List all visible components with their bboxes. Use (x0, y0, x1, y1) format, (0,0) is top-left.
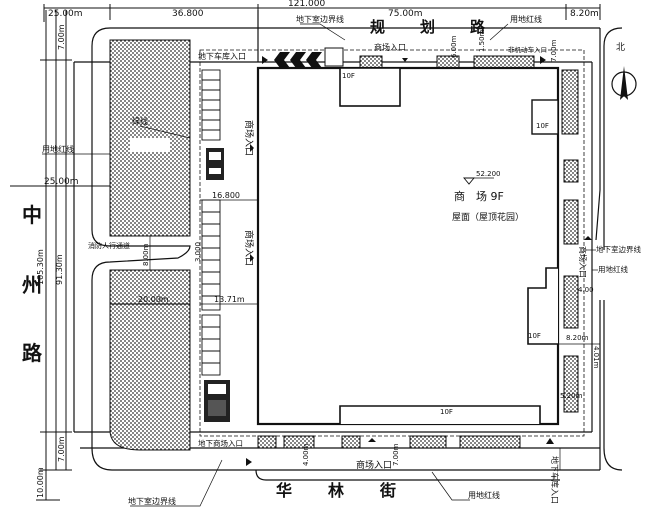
floor-10f-bottom: 10F (440, 408, 453, 416)
label-mall-entry-left-1: 商场入口 (243, 120, 255, 156)
dim-top-gate-150: 1.50m (478, 29, 486, 52)
label-mall-entry-bottom: 商场入口 (356, 459, 392, 471)
dim-top-total: 121.000 (288, 0, 325, 9)
label-mall-entry-left-2: 商场入口 (243, 230, 255, 266)
label-mall-entry-right: 商场入口 (578, 246, 588, 278)
leader-underground-top (300, 23, 346, 41)
label-underground-boundary-top: 地下室边界线 (296, 14, 344, 24)
main-building (256, 66, 560, 426)
label-red-line-top: 用地红线 (510, 14, 542, 24)
building-title: 商 场 9F (454, 189, 504, 203)
arrow-mall-right (584, 236, 592, 240)
tower-right-lower (527, 267, 558, 345)
road-bottom-char-2: 林 (328, 481, 344, 500)
dim-right-400: 4.00 (578, 286, 594, 294)
label-underground-boundary-right: 地下室边界线 (596, 244, 641, 254)
road-top-char-3: 路 (470, 18, 486, 36)
right-planters (561, 69, 579, 413)
leader-red-top (489, 23, 509, 41)
dim-left-overall: 105.30m (36, 249, 45, 285)
floor-10f-top: 10F (342, 72, 355, 80)
north-arrow-icon (611, 66, 637, 100)
road-top-char-1: 规 (370, 18, 385, 36)
label-garage-entry-top: 地下车库入口 (198, 51, 246, 61)
elevation-value: 52.200 (476, 170, 501, 178)
green-block-lower (109, 269, 191, 451)
label-fire-lane: 消防人行通道 (88, 241, 130, 250)
label-red-line-bottom: 用地红线 (468, 490, 500, 500)
dim-inner-16: 16.800 (212, 191, 240, 200)
dim-top-mid-left: 36.800 (172, 9, 204, 19)
road-bottom-char-3: 街 (379, 481, 396, 500)
leader-greenline (139, 125, 191, 139)
tower-bottom (339, 405, 541, 424)
label-red-line-right: 用地红线 (598, 264, 628, 274)
tower-right-upper (531, 99, 559, 135)
dim-inner-20: 20.00m (138, 295, 169, 304)
dim-right-top-700: 7.00m (550, 39, 558, 62)
dim-fire-lane: 8.00m (142, 243, 150, 266)
road-top-char-2: 划 (420, 18, 435, 36)
arrow-non-motor (540, 56, 546, 64)
leader-red-bottom (431, 471, 470, 501)
dim-inner-3: 3.000 (194, 242, 202, 262)
north-symbol: 北 (616, 42, 625, 53)
road-left-char-3: 路 (22, 341, 43, 365)
arrow-mall-top (402, 58, 408, 62)
dim-top-left: 25.00m (48, 9, 83, 19)
chevron-arrows (274, 52, 322, 68)
label-red-line-left: 用地红线 (42, 144, 74, 154)
dim-top-right: 8.20m (570, 9, 599, 19)
tower-top (339, 67, 401, 107)
arrow-mall-bottom (368, 438, 376, 442)
floor-10f-right-lower: 10F (528, 332, 541, 340)
label-greenline: 绿线 (132, 116, 148, 126)
dim-right-820: 8.20m (566, 334, 589, 342)
roof-note: 屋面（屋顶花园） (452, 211, 524, 223)
dim-right-401: 4.01m (592, 346, 600, 369)
dim-bottom-700: 7.00m (392, 443, 400, 466)
dim-left-bottom-road: 10.00m (36, 467, 45, 498)
left-dimension-lines (10, 10, 110, 501)
dim-right-520: 5.20m (560, 392, 583, 400)
dim-inner-1371: 13.71m (214, 295, 245, 304)
bottom-planters (257, 435, 521, 449)
underground-boundary (199, 49, 585, 437)
parking-stalls (201, 69, 221, 376)
arrow-mall-left-1 (250, 144, 254, 152)
label-underground-boundary-bottom: 地下室边界线 (128, 496, 176, 506)
dim-top-mid-right: 75.00m (388, 9, 423, 19)
label-bg-greenline (130, 138, 170, 152)
arrow-underground-mall (246, 458, 252, 466)
floor-10f-right-upper: 10F (536, 122, 549, 130)
dim-left-mid: 25.00m (44, 177, 79, 187)
dim-bottom-400: 4.00m (302, 443, 310, 466)
top-dimension-line (43, 4, 601, 22)
truck-icon (204, 380, 230, 422)
arrow-garage-top (262, 56, 268, 64)
road-left-char-2: 州 (22, 273, 42, 297)
arrow-mall-left-2 (250, 254, 254, 262)
dim-top-gate-600: 6.00m (450, 35, 458, 58)
planter-top-3 (473, 55, 535, 69)
dim-left-bottom-offset: 7.00m (57, 436, 66, 462)
car-icon (206, 148, 224, 180)
label-mall-entry-top: 商场入口 (374, 42, 406, 52)
leader-underground-bottom (130, 459, 223, 507)
gate-box-top (324, 47, 344, 67)
dim-left-top-offset: 7.00m (57, 24, 66, 50)
label-non-motor-entry: 非机动车入口 (508, 45, 547, 54)
road-left-char-1: 中 (22, 203, 42, 227)
road-bottom-char-1: 华 (276, 481, 292, 500)
arrow-garage-bottom (546, 438, 554, 444)
dim-left-inner: 91.30m (55, 254, 64, 285)
label-underground-mall-entry: 地下商场入口 (198, 438, 243, 448)
planter-top-1 (359, 55, 383, 69)
label-garage-entry-bottom: 地下车库入口 (550, 456, 560, 504)
